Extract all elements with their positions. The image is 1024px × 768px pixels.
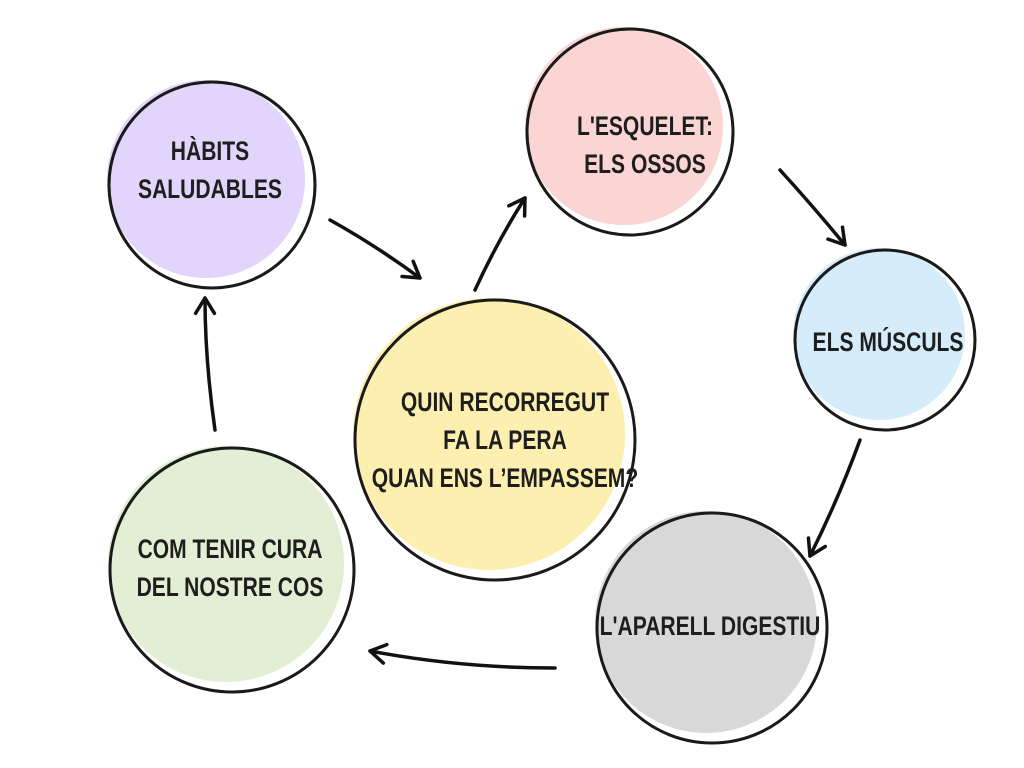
arrowhead-icon (507, 196, 527, 218)
node-label-cura: COM TENIR CURA DEL NOSTRE COS (137, 530, 324, 606)
node-fill-esquelet (525, 27, 723, 225)
arrow-musculs-to-digestiu (808, 438, 862, 558)
arrowhead-icon (368, 642, 389, 665)
node-circle-center (353, 298, 637, 582)
node-label-line: ELS OSSOS (584, 149, 706, 179)
node-label-line: QUAN ENS L’EMPASSEM? (371, 463, 639, 493)
node-label-line: FA LA PERA (443, 425, 567, 455)
node-label-line: L'ESQUELET: (576, 111, 714, 141)
node-label-line: DEL NOSTRE COS (136, 572, 324, 602)
arrow-cura-to-habits (203, 296, 217, 432)
node-fill-center (353, 298, 625, 570)
node-label-habits: HÀBITS SALUDABLES (138, 132, 282, 208)
node-label-digestiu: L'APARELL DIGESTIU (600, 607, 821, 645)
arrow-center-to-esquelet (473, 196, 527, 292)
node-label-line: SALUDABLES (138, 174, 282, 204)
node-label-line: ELS MÚSCULS (812, 327, 964, 357)
node-fill-cura (108, 446, 344, 682)
node-fill-musculs (793, 248, 965, 420)
node-fill-digestiu (595, 511, 817, 733)
node-label-musculs: ELS MÚSCULS (813, 323, 964, 361)
node-label-esquelet: L'ESQUELET: ELS OSSOS (577, 107, 713, 183)
arrowhead-icon (193, 296, 217, 316)
node-label-line: QUIN RECORREGUT (400, 387, 610, 417)
node-label-line: L'APARELL DIGESTIU (599, 611, 821, 641)
node-circle-habits (107, 80, 317, 290)
arrowhead-icon (826, 225, 847, 247)
node-label-line: COM TENIR CURA (137, 534, 323, 564)
arrow-esquelet-to-musculs (778, 168, 847, 247)
arrow-habits-to-center (328, 218, 422, 280)
arrowhead-icon (806, 536, 828, 558)
node-circle-cura (108, 446, 356, 694)
node-fill-habits (107, 80, 305, 278)
node-circle-esquelet (525, 27, 735, 237)
node-label-line: HÀBITS (170, 136, 250, 166)
node-circle-musculs (793, 248, 977, 432)
arrowhead-icon (400, 259, 422, 280)
node-circle-digestiu (595, 511, 829, 745)
node-label-center: QUIN RECORREGUT FA LA PERA QUAN ENS L’EMPA… (372, 383, 638, 497)
arrow-digestiu-to-cura (368, 649, 557, 670)
